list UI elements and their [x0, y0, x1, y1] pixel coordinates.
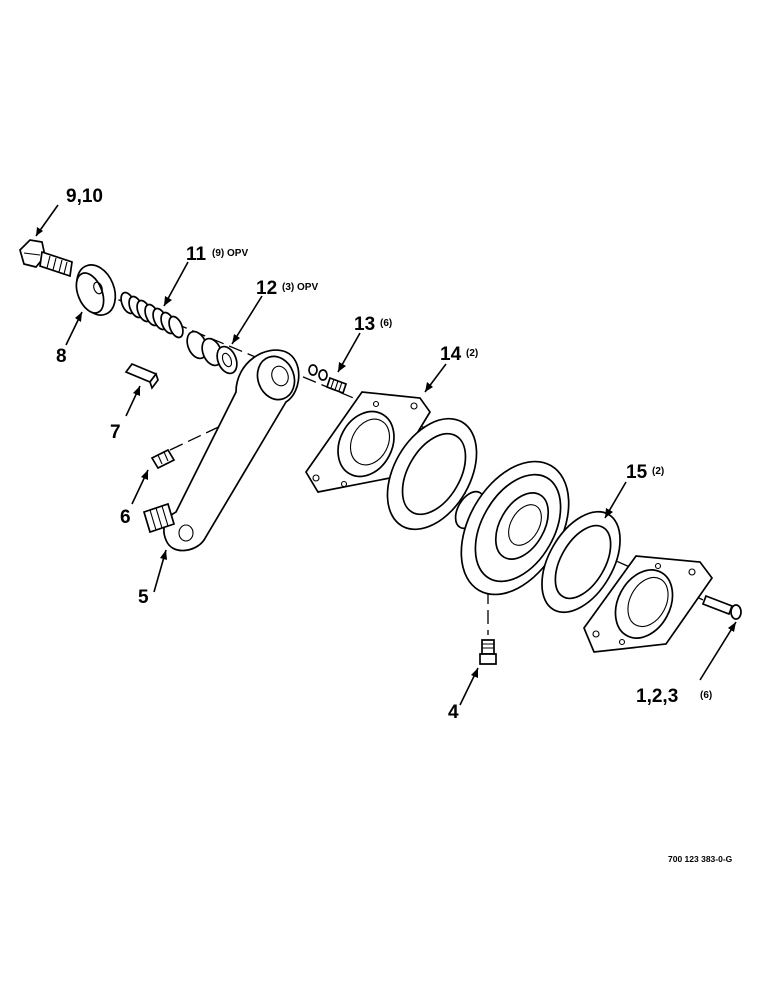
lever-arm-part	[163, 349, 300, 552]
leader-lines	[35, 204, 737, 706]
callout-number: 5	[138, 587, 149, 608]
callout-number: 8	[56, 346, 67, 367]
callout-number: 1,2,3	[636, 686, 678, 707]
callout-9-10: 9,10	[66, 186, 103, 207]
small-screw-part	[308, 364, 348, 395]
left-ring-washer-part	[386, 417, 478, 531]
callout-qty: (2)	[466, 348, 478, 359]
callout-1-2-3: 1,2,3 (6)	[636, 686, 712, 707]
hex-bolt-part	[19, 239, 73, 278]
callout-11: 11 (9) OPV	[186, 244, 248, 265]
spring-stack-part	[120, 291, 184, 339]
callout-number: 11	[186, 244, 207, 265]
callout-8: 8	[56, 346, 67, 367]
callout-14: 14 (2)	[440, 344, 478, 365]
central-disc-part	[454, 460, 570, 596]
spacer-washer-part	[186, 330, 238, 375]
callout-13: 13 (6)	[354, 314, 392, 335]
long-bolt-part	[701, 594, 742, 620]
callout-number: 13	[354, 314, 375, 335]
callout-qty: (9) OPV	[212, 248, 248, 259]
figure-id: 700 123 383-0-G	[668, 854, 733, 864]
callout-4: 4	[448, 702, 459, 723]
callout-number: 9,10	[66, 186, 103, 207]
center-bolt-part	[479, 639, 497, 665]
callout-5: 5	[138, 587, 149, 608]
callout-number: 7	[110, 422, 121, 443]
callout-12: 12 (3) OPV	[256, 278, 318, 299]
key-part	[124, 362, 159, 390]
callout-number: 6	[120, 507, 131, 528]
callout-number: 4	[448, 702, 459, 723]
right-flange-plate-part	[583, 555, 714, 653]
callout-qty: (3) OPV	[282, 282, 318, 293]
callout-number: 15	[626, 462, 648, 483]
callout-qty: (6)	[700, 690, 712, 701]
left-flange-plate-part	[304, 391, 432, 493]
callout-qty: (6)	[380, 318, 392, 329]
lever-stud-part	[142, 502, 176, 534]
set-screw-part	[150, 448, 176, 470]
callout-number: 12	[256, 278, 277, 299]
callout-number: 14	[440, 344, 462, 365]
callout-15: 15 (2)	[626, 462, 664, 483]
right-ring-washer-part	[541, 510, 621, 614]
callout-qty: (2)	[652, 466, 664, 477]
flat-washer-part	[75, 264, 117, 316]
callout-7: 7	[110, 422, 121, 443]
callout-6: 6	[120, 507, 131, 528]
